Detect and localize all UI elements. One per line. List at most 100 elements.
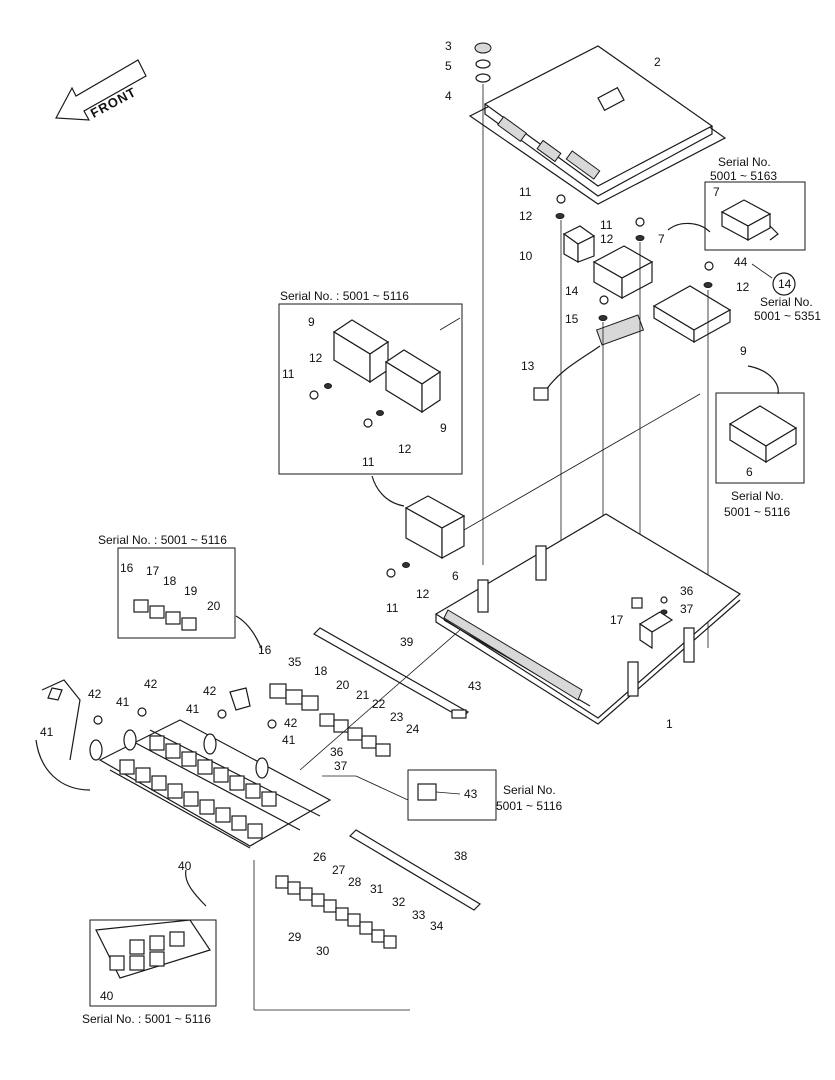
module-9-upper <box>652 285 732 344</box>
callout-2: 2 <box>654 55 661 69</box>
strap-39 <box>313 627 469 719</box>
callout-12: 12 <box>398 442 412 456</box>
callout-6: 6 <box>452 569 459 583</box>
front-arrow-icon: FRONT <box>55 59 147 121</box>
callout-12: 12 <box>309 351 323 365</box>
callout-11: 11 <box>282 367 295 381</box>
callout-19: 19 <box>184 584 198 598</box>
callout-42: 42 <box>284 716 298 730</box>
callout-18: 18 <box>314 664 328 678</box>
callout-36: 36 <box>330 745 344 759</box>
callout-41: 41 <box>40 725 54 739</box>
serial-label: 5001 ~ 5116 <box>496 799 563 813</box>
module-6 <box>386 393 701 578</box>
callout-17: 17 <box>610 613 624 627</box>
callout-10: 10 <box>519 249 533 263</box>
callout-24: 24 <box>406 722 420 736</box>
inset-modules-9 <box>278 303 463 507</box>
callout-4: 4 <box>445 89 452 103</box>
controller-unit <box>468 45 727 205</box>
serial-label: Serial No. <box>760 295 813 309</box>
inset-relays-16-20 <box>117 547 263 651</box>
callout-12: 12 <box>736 280 750 294</box>
callout-28: 28 <box>348 875 362 889</box>
callout-22: 22 <box>372 697 386 711</box>
callout-21: 21 <box>356 688 370 702</box>
callout-35: 35 <box>288 655 302 669</box>
callout-15: 15 <box>565 312 579 326</box>
callout-41: 41 <box>186 702 200 716</box>
callout-27: 27 <box>332 863 346 877</box>
callout-30: 30 <box>316 944 330 958</box>
base-plate <box>434 513 742 725</box>
callout-31: 31 <box>370 882 384 896</box>
callout-5: 5 <box>445 59 452 73</box>
callout-11: 11 <box>386 601 399 615</box>
callout-17: 17 <box>146 564 160 578</box>
callout-labels: 3 5 4 2 11 12 11 12 7 10 44 12 14 14 15 … <box>40 39 792 1003</box>
callout-9: 9 <box>440 421 447 435</box>
serial-label: Serial No. : 5001 ~ 5116 <box>82 1012 211 1026</box>
callout-7: 7 <box>713 185 720 199</box>
serial-label: 5001 ~ 5163 <box>710 169 777 183</box>
callout-20: 20 <box>207 599 221 613</box>
callout-37: 37 <box>334 759 348 773</box>
callout-40: 40 <box>178 859 192 873</box>
callout-13: 13 <box>521 359 535 373</box>
inset-harness-40 <box>89 869 217 1007</box>
callout-12: 12 <box>519 209 533 223</box>
serial-labels: Serial No. 5001 ~ 5163 Serial No. 5001 ~… <box>82 155 821 1026</box>
callout-7: 7 <box>658 232 665 246</box>
callout-38: 38 <box>454 849 468 863</box>
callout-41: 41 <box>116 695 130 709</box>
callout-3: 3 <box>445 39 452 53</box>
callout-40: 40 <box>100 989 114 1003</box>
callout-43: 43 <box>464 787 478 801</box>
serial-label: Serial No. : 5001 ~ 5116 <box>280 289 409 303</box>
reference-14 <box>751 263 796 296</box>
callout-32: 32 <box>392 895 406 909</box>
callout-16: 16 <box>258 643 272 657</box>
callout-39: 39 <box>400 635 414 649</box>
callout-36: 36 <box>680 584 694 598</box>
serial-label: Serial No. <box>731 489 784 503</box>
callout-42: 42 <box>203 684 217 698</box>
callout-11: 11 <box>600 218 613 232</box>
callout-41: 41 <box>282 733 296 747</box>
callout-26: 26 <box>313 850 327 864</box>
callout-6: 6 <box>746 465 753 479</box>
inset-module-6 <box>715 365 805 484</box>
callout-9: 9 <box>308 315 315 329</box>
callout-14: 14 <box>565 284 579 298</box>
serial-label: Serial No. <box>718 155 771 169</box>
callout-12: 12 <box>600 232 614 246</box>
relay-harness-40 <box>35 679 332 849</box>
callout-12: 12 <box>416 587 430 601</box>
callout-20: 20 <box>336 678 350 692</box>
callout-42: 42 <box>144 677 158 691</box>
callout-16: 16 <box>120 561 134 575</box>
relay-10 <box>562 225 596 264</box>
inset-relay-7 <box>667 181 806 251</box>
callout-18: 18 <box>163 574 177 588</box>
harness-13 <box>533 314 645 401</box>
relay-group-26-34 <box>275 875 397 949</box>
callout-14-circle: 14 <box>778 277 792 291</box>
front-label: FRONT <box>88 84 139 121</box>
relay-group-20-24 <box>319 713 391 757</box>
callout-37: 37 <box>680 602 694 616</box>
callout-29: 29 <box>288 930 302 944</box>
callout-44: 44 <box>734 255 748 269</box>
relay-group-16-35-18 <box>269 683 319 711</box>
callout-11: 11 <box>519 185 532 199</box>
serial-label: Serial No. <box>503 783 556 797</box>
relay-7-upper <box>592 245 654 300</box>
callout-23: 23 <box>390 710 404 724</box>
serial-label: 5001 ~ 5116 <box>724 505 791 519</box>
callout-34: 34 <box>430 919 444 933</box>
callout-9: 9 <box>740 344 747 358</box>
callout-1: 1 <box>666 717 673 731</box>
nut-washer-stack <box>474 42 492 565</box>
callout-43: 43 <box>468 679 482 693</box>
